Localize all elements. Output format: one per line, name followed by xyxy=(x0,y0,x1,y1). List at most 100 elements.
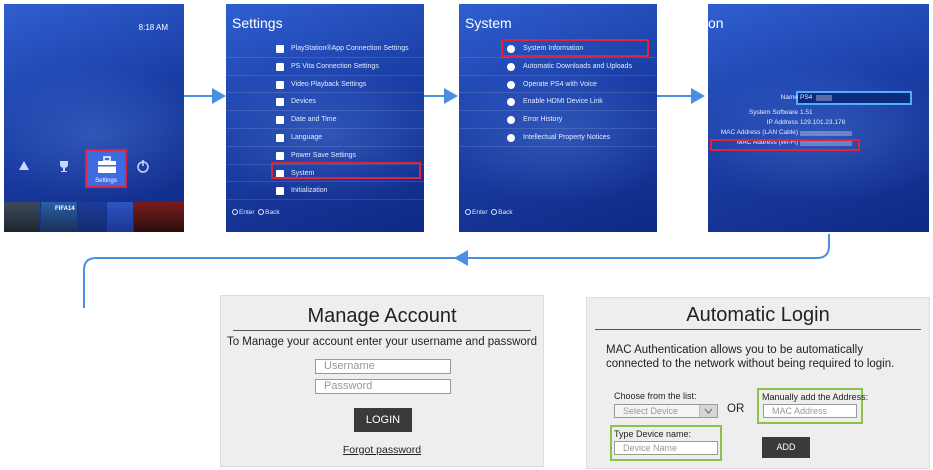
system-item-hdmi-link[interactable]: Enable HDMI Device Link xyxy=(459,93,657,112)
system-item-ip-notices[interactable]: Intellectual Property Notices xyxy=(459,129,657,147)
system-information-highlight xyxy=(501,39,649,57)
redacted-value xyxy=(816,95,832,101)
screen-title: System xyxy=(465,15,512,31)
wrench-icon xyxy=(507,133,515,142)
game-thumbnail[interactable] xyxy=(107,202,133,232)
manage-account-panel: Manage Account To Manage your account en… xyxy=(220,295,544,467)
system-item-voice[interactable]: Operate PS4 with Voice xyxy=(459,76,657,94)
ps4-system-screen: System System Information Automatic Down… xyxy=(459,4,657,232)
screen-title: on xyxy=(708,15,724,31)
name-field-highlight[interactable] xyxy=(796,91,912,105)
wrench-icon xyxy=(507,116,515,125)
choose-from-list-label: Choose from the list: xyxy=(614,391,697,401)
mac-wifi-highlight xyxy=(710,139,860,151)
device-select[interactable]: Select Device xyxy=(614,404,718,418)
manage-account-instructions: To Manage your account enter your userna… xyxy=(226,336,538,348)
device-select-value: Select Device xyxy=(623,406,679,416)
power-icon[interactable] xyxy=(135,158,151,174)
device-name-highlight xyxy=(610,425,722,461)
game-thumbnail[interactable] xyxy=(4,202,40,232)
mac-address-input[interactable]: MAC Address xyxy=(763,404,857,418)
button-guide: Enter Back xyxy=(232,209,280,216)
language-icon xyxy=(276,133,284,142)
info-row-mac-wifi: MAC Address (Wi-Fi) xyxy=(708,138,929,148)
background-wave xyxy=(708,64,929,204)
video-icon xyxy=(276,80,284,89)
toolbox-icon xyxy=(98,156,116,173)
devices-icon xyxy=(276,98,284,107)
login-button[interactable]: LOGIN xyxy=(354,408,412,432)
vita-icon xyxy=(276,62,284,71)
manual-address-label: Manually add the Address: xyxy=(762,392,869,402)
settings-item-devices[interactable]: Devices xyxy=(226,93,424,112)
circle-button-icon xyxy=(491,209,498,215)
arrow-right-icon xyxy=(657,88,705,104)
settings-tile[interactable]: Settings xyxy=(85,149,127,188)
mac-auth-description-line2: connected to the network without being r… xyxy=(606,358,895,370)
game-thumbnail[interactable] xyxy=(134,202,184,232)
button-guide: Enter Back xyxy=(465,209,513,216)
title-divider xyxy=(595,329,921,330)
initialization-icon xyxy=(276,187,284,196)
chevron-down-icon xyxy=(699,405,717,417)
settings-item-playstation-app[interactable]: PlayStation®App Connection Settings xyxy=(226,40,424,58)
title-divider xyxy=(233,330,531,331)
settings-item-power-save[interactable]: Power Save Settings xyxy=(226,147,424,165)
settings-item-ps-vita[interactable]: PS Vita Connection Settings xyxy=(226,58,424,76)
add-button[interactable]: ADD xyxy=(762,437,810,458)
device-name-input[interactable]: Device Name xyxy=(614,441,718,455)
clock-icon xyxy=(276,116,284,125)
redacted-value xyxy=(800,141,852,146)
settings-tile-label: Settings xyxy=(95,178,117,184)
settings-item-video-playback[interactable]: Video Playback Settings xyxy=(226,76,424,94)
clock: 8:18 AM xyxy=(138,23,168,32)
info-row-mac-lan: MAC Address (LAN Cable) xyxy=(708,128,929,138)
psn-icon[interactable] xyxy=(16,158,32,174)
ps4-home-screen: 8:18 AM Settings FIFA14 xyxy=(4,4,184,232)
type-device-name-label: Type Device name: xyxy=(614,429,692,439)
screen-title: Settings xyxy=(232,15,283,31)
arrow-right-icon xyxy=(184,88,226,104)
background-wave xyxy=(459,64,657,204)
settings-item-language[interactable]: Language xyxy=(226,129,424,147)
game-thumbnail[interactable]: FIFA14 xyxy=(41,202,77,232)
manage-account-title: Manage Account xyxy=(307,305,457,327)
background-wave xyxy=(226,64,424,204)
wrench-icon xyxy=(507,62,515,71)
flow-return-arrow xyxy=(83,234,830,308)
mac-auth-description-line1: MAC Authentication allows you to be auto… xyxy=(606,344,863,356)
settings-item-date-time[interactable]: Date and Time xyxy=(226,111,424,129)
automatic-login-title: Automatic Login xyxy=(686,304,830,326)
automatic-login-panel: Automatic Login MAC Authentication allow… xyxy=(586,297,930,469)
settings-list: PlayStation®App Connection Settings PS V… xyxy=(226,40,424,201)
cross-button-icon xyxy=(232,209,238,215)
username-input[interactable]: Username xyxy=(315,359,451,374)
home-function-bar xyxy=(4,150,184,186)
system-list: System Information Automatic Downloads a… xyxy=(459,40,657,147)
password-input[interactable]: Password xyxy=(315,379,451,394)
system-item-auto-downloads[interactable]: Automatic Downloads and Uploads xyxy=(459,58,657,76)
game-thumbnail[interactable] xyxy=(78,202,106,232)
arrow-right-icon xyxy=(424,88,458,104)
settings-item-initialization[interactable]: Initialization xyxy=(226,182,424,201)
content-thumbnails: FIFA14 xyxy=(4,202,184,232)
system-icon xyxy=(276,169,284,178)
phone-icon xyxy=(276,45,284,53)
wrench-icon xyxy=(507,80,515,89)
forgot-password-link[interactable]: Forgot password xyxy=(342,444,422,456)
circle-button-icon xyxy=(258,209,265,215)
redacted-value xyxy=(800,131,852,136)
manual-address-highlight xyxy=(757,388,863,424)
cross-button-icon xyxy=(465,209,471,215)
system-item-error-history[interactable]: Error History xyxy=(459,111,657,129)
settings-item-system[interactable]: System xyxy=(226,165,424,183)
system-item-information[interactable]: System Information xyxy=(459,40,657,58)
or-label: OR xyxy=(727,403,745,415)
trophy-icon[interactable] xyxy=(56,158,72,174)
wrench-icon xyxy=(507,45,515,53)
